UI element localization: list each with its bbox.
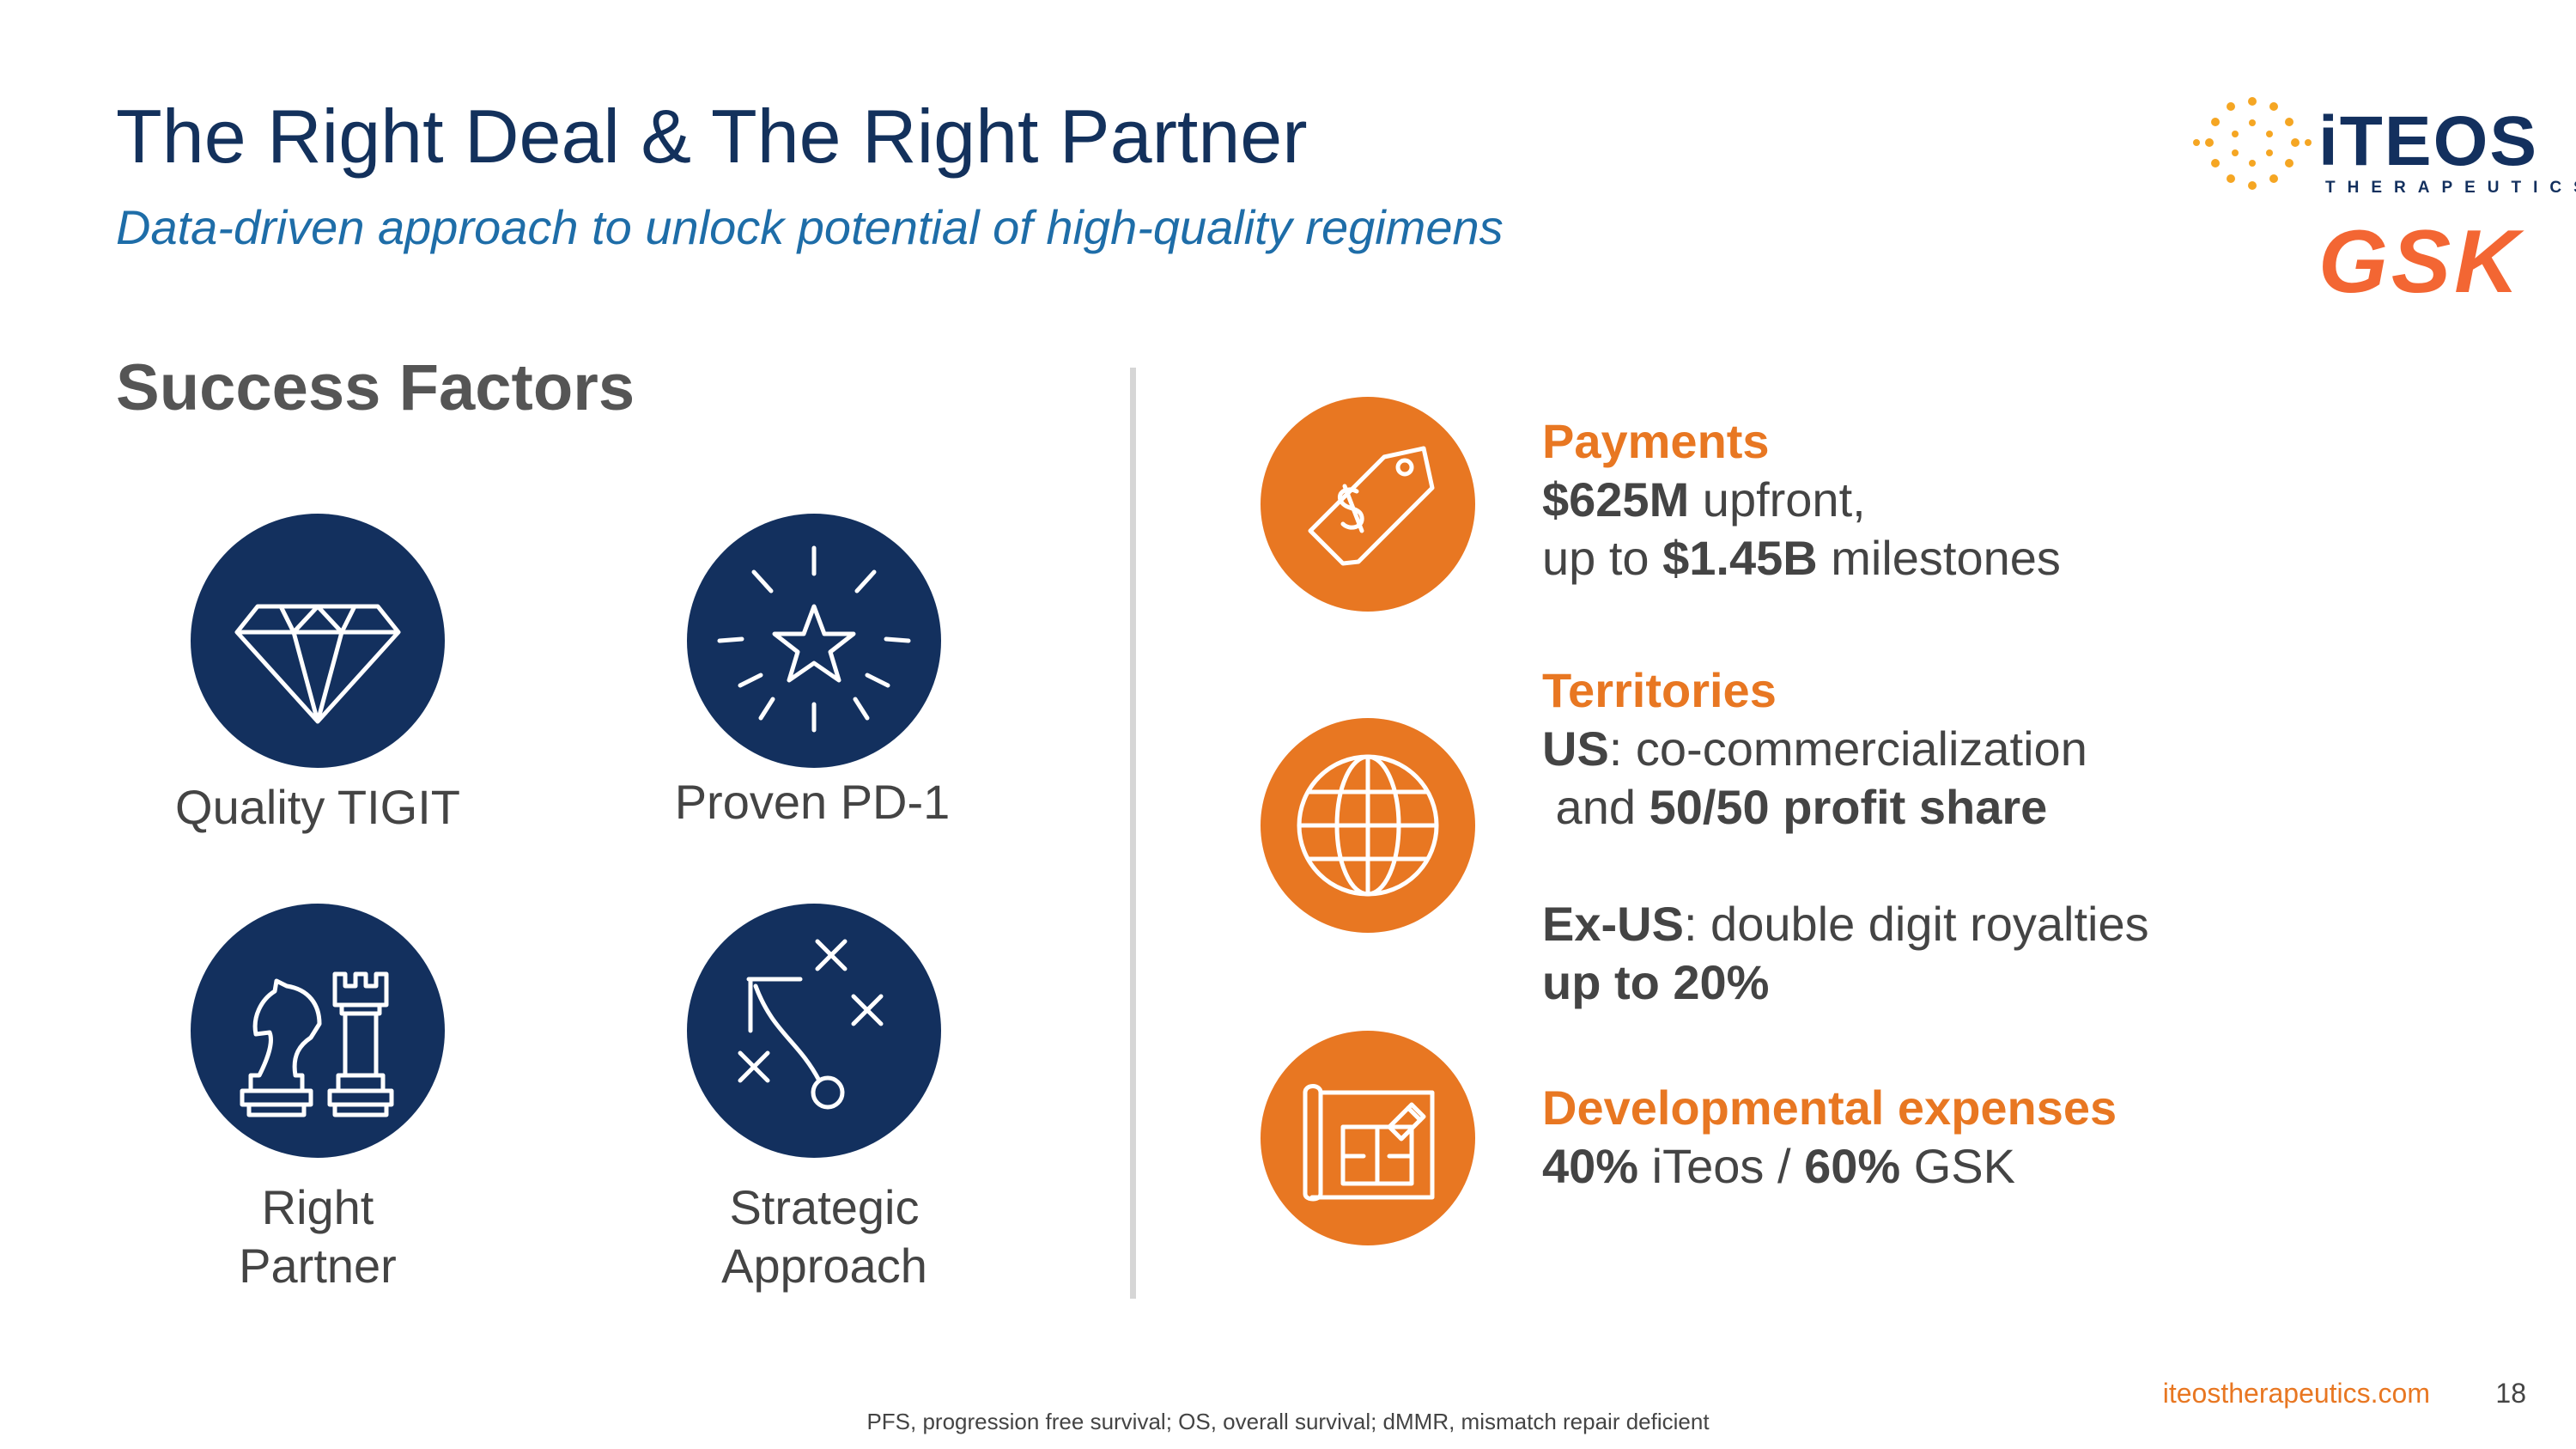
territories-royalty-cap: up to 20% [1542,955,1770,1009]
factor-label-strategic-line1: Strategic [729,1180,920,1234]
iteos-tagline: THERAPEUTICS [2325,179,2576,197]
payments-milestone-prefix: up to [1542,531,1663,585]
slide-title: The Right Deal & The Right Partner [116,94,1308,179]
factor-label-quality-tigit: Quality TIGIT [175,780,460,834]
factor-label-right-partner-line2: Partner [239,1239,397,1293]
diamond-icon [191,514,445,768]
payments-upfront-amount: $625M [1542,472,1690,527]
territories-us-line2-prefix: and [1542,780,1649,834]
success-factors-heading: Success Factors [116,351,635,424]
development-heading: Developmental expenses [1542,1081,2117,1135]
iteos-dots-icon [2193,97,2312,190]
strategy-play-icon [687,904,941,1158]
territories-us-label: US [1542,721,1609,776]
payments-milestone-amount: $1.45B [1662,531,1818,585]
territories-exus-label: Ex-US [1542,897,1684,951]
payments-upfront-line: $625M upfront, [1542,471,2061,529]
factor-label-right-partner-line1: Right [261,1180,374,1234]
development-gsk-name: GSK [1900,1139,2015,1193]
chess-pieces-icon [191,904,445,1158]
factor-label-right-partner: Right Partner [94,1178,541,1295]
star-burst-icon [687,514,941,768]
website-link[interactable]: iteostherapeutics.com [2162,1378,2430,1409]
payments-milestone-line: up to $1.45B milestones [1542,529,2061,588]
territories-heading: Territories [1542,663,1777,717]
territories-us-line2: and 50/50 profit share [1542,778,2149,837]
territories-exus-line: Ex-US: double digit royalties [1542,895,2149,953]
payments-milestone-text: milestones [1817,531,2061,585]
territories-us-text: : co-commercialization [1608,721,2087,776]
development-block: Developmental expenses 40% iTeos / 60% G… [1542,1079,2117,1196]
page-number: 18 [2495,1378,2526,1409]
development-iteos-pct: 40% [1542,1139,1639,1193]
payments-block: Payments $625M upfront, up to $1.45B mil… [1542,412,2061,588]
iteos-logo [2188,93,2317,213]
gsk-logo: GSK [2318,212,2523,312]
territories-profit-share: 50/50 profit share [1649,780,2048,834]
globe-icon [1261,718,1475,933]
factor-label-strategic-line2: Approach [721,1239,927,1293]
factor-label-proven-pd1: Proven PD-1 [674,775,951,829]
development-gsk-pct: 60% [1804,1139,1901,1193]
payments-upfront-text: upfront, [1689,472,1866,527]
price-tag-icon [1261,397,1475,612]
slide-subtitle: Data-driven approach to unlock potential… [116,200,1504,254]
development-split-line: 40% iTeos / 60% GSK [1542,1137,2117,1196]
territories-us-line: US: co-commercialization [1542,720,2149,778]
development-iteos-name: iTeos / [1638,1139,1805,1193]
factor-label-strategic-approach: Strategic Approach [601,1178,1048,1295]
blueprint-icon [1261,1031,1475,1245]
territories-block: Territories US: co-commercialization and… [1542,661,2149,1012]
territories-spacer [1542,837,2149,895]
iteos-wordmark: iTEOS [2318,102,2539,180]
footnote: PFS, progression free survival; OS, over… [866,1409,1710,1434]
column-divider [1130,368,1136,1299]
payments-heading: Payments [1542,414,1770,468]
territories-exus-text: : double digit royalties [1683,897,2149,951]
